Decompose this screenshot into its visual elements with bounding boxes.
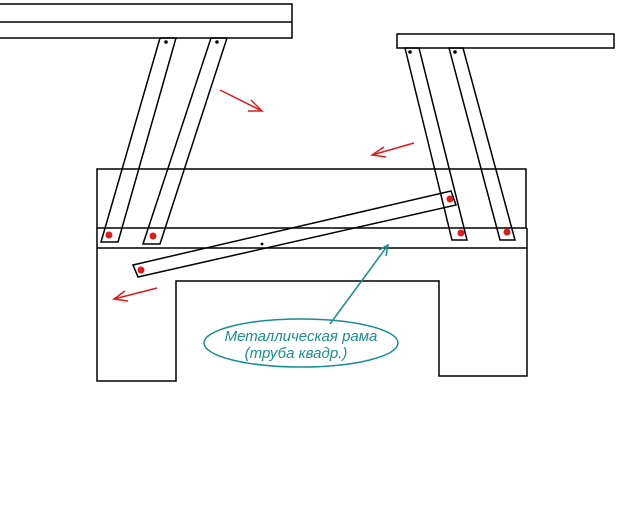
red-arrow-icon (369, 142, 415, 158)
teal-arrowhead (378, 243, 390, 257)
left-tabletop (0, 3, 293, 39)
pivot-pin-5 (457, 229, 465, 237)
diagonal-link-bar (131, 190, 457, 278)
annotation-callout: Металлическая рама (труба квадр.) (203, 243, 399, 368)
pivot-pin-3 (137, 266, 145, 274)
motion-arrows (112, 89, 415, 302)
red-arrow-icon (112, 287, 158, 302)
right-lift-arm-inner (448, 47, 516, 241)
pivot-pin-4 (446, 195, 454, 203)
base-frame (96, 168, 528, 382)
pivot-pin-1 (105, 231, 113, 239)
left-lift-arm-outer (100, 37, 177, 243)
left-lift-arm-inner (141, 37, 229, 245)
annotation-line-2: (труба квадр.) (245, 345, 348, 362)
right-lift-arm-outer (404, 47, 468, 241)
red-arrow-icon (219, 89, 264, 112)
right-tabletop (396, 33, 615, 49)
teal-arrow-icon (329, 244, 389, 325)
pivot-pin-6 (503, 228, 511, 236)
annotation-line-1: Металлическая рама (225, 328, 378, 345)
annotation-ellipse (203, 318, 399, 368)
pivot-pins (105, 195, 511, 274)
pivot-pin-2 (149, 232, 157, 240)
